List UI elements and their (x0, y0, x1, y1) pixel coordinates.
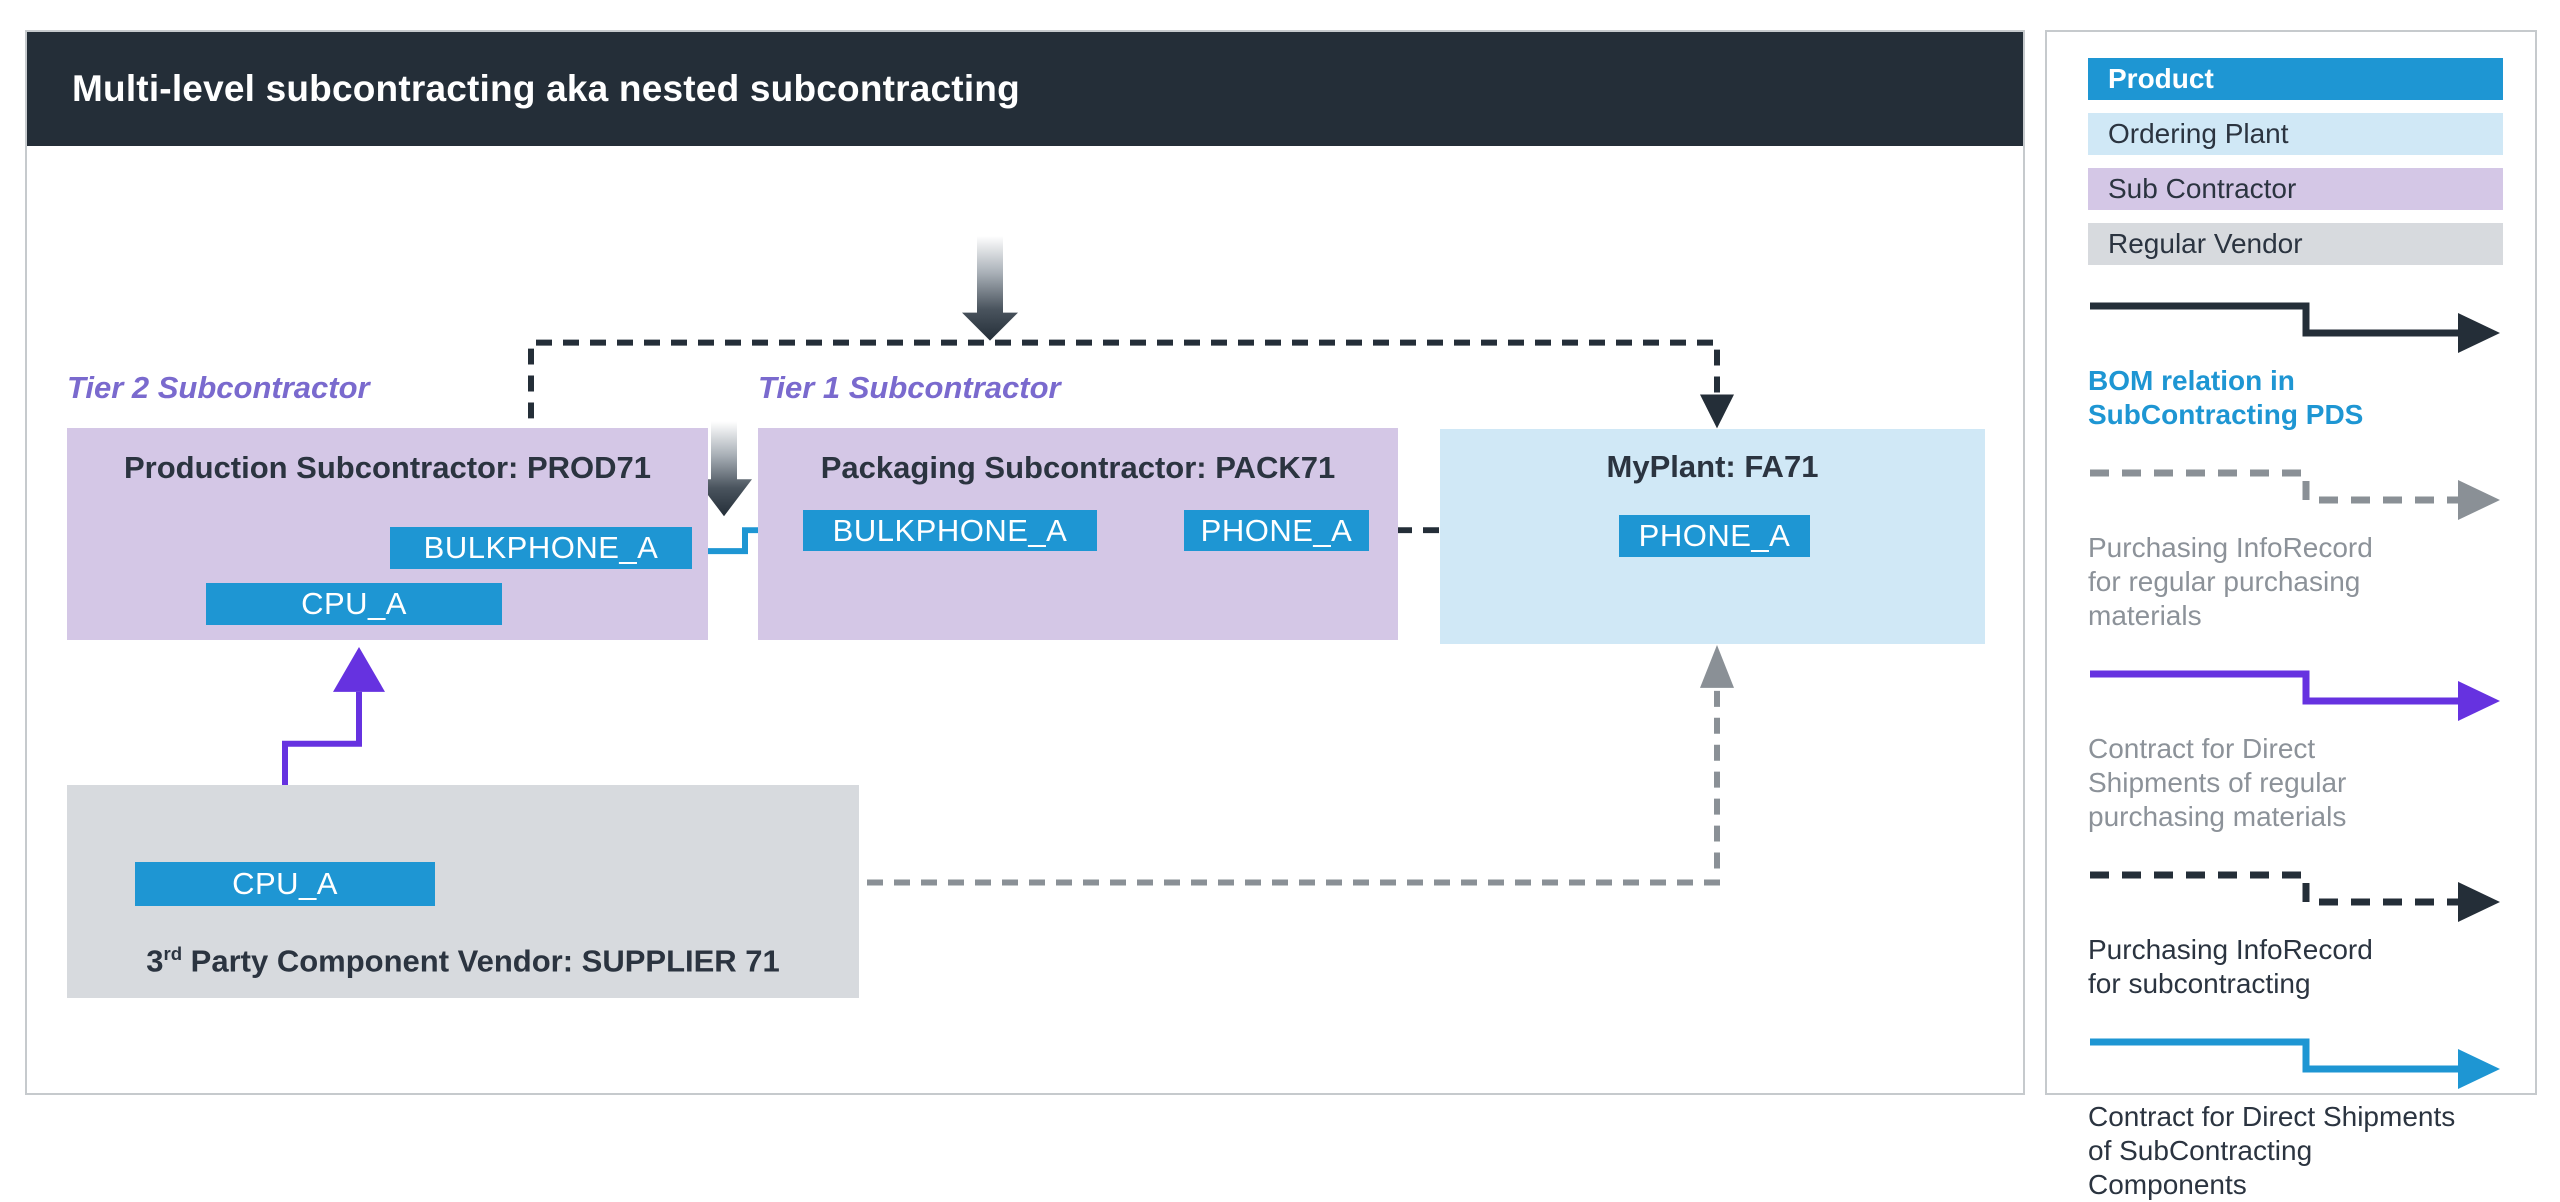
product-chip-bulkphone-prod: BULKPHONE_A (390, 527, 692, 569)
vendor-title-rest: Party Component Vendor: SUPPLIER 71 (182, 943, 780, 979)
legend-swatch-sub-contractor-label: Sub Contractor (2108, 173, 2297, 204)
flow-indicator-arrow-mid (696, 421, 752, 517)
packaging-subcontractor-title: Packaging Subcontractor: PACK71 (820, 450, 1336, 485)
legend-swatch-product-label: Product (2108, 63, 2214, 94)
legend-item-ir-regular-label: Purchasing InfoRecord for regular purcha… (2088, 532, 2373, 631)
product-chip-phone-pack: PHONE_A (1184, 510, 1369, 551)
legend-panel: Product Ordering Plant Sub Contractor Re… (2045, 30, 2537, 1200)
legend-item-contract-subcomponents: Contract for Direct Shipments of SubCont… (2088, 1030, 2502, 1202)
vendor-title-num: 3 (146, 943, 164, 979)
component-vendor-box: CPU_A 3rd Party Component Vendor: SUPPLI… (67, 785, 859, 998)
legend-item-ir-regular: Purchasing InfoRecord for regular purcha… (2088, 461, 2502, 633)
legend-item-contract-regular: Contract for Direct Shipments of regular… (2088, 662, 2502, 834)
legend-swatch-ordering-plant-label: Ordering Plant (2108, 118, 2289, 149)
legend-item-bom: BOM relation in SubContracting PDS (2088, 294, 2502, 432)
diagram-canvas: Tier 2 Subcontractor Tier 1 Subcontracto… (27, 146, 2023, 1093)
myplant-box: MyPlant: FA71 PHONE_A (1440, 429, 1985, 644)
component-vendor-title: 3rd Party Component Vendor: SUPPLIER 71 (67, 943, 859, 979)
bom-arrow-sample (2090, 302, 2500, 353)
legend-swatch-sub-contractor: Sub Contractor (2088, 168, 2503, 210)
production-subcontractor-title: Production Subcontractor: PROD71 (123, 450, 652, 485)
product-chip-phone-plant: PHONE_A (1619, 515, 1810, 557)
legend-item-contract-regular-label: Contract for Direct Shipments of regular… (2088, 733, 2347, 832)
regular-contract-arrow-sample (2090, 670, 2500, 721)
product-chip-cpu-prod: CPU_A (206, 583, 502, 625)
regular-ir-arrow-vendor-to-plant (435, 644, 1734, 886)
diagram-panel: Multi-level subcontracting aka nested su… (25, 30, 2025, 1095)
subcontracting-ir-arrow-sample (2090, 871, 2500, 922)
myplant-title: MyPlant: FA71 (1606, 449, 1819, 484)
title-bar: Multi-level subcontracting aka nested su… (27, 32, 2023, 146)
production-subcontractor-box: Production Subcontractor: PROD71 BULKPHO… (67, 428, 708, 640)
tier2-label: Tier 2 Subcontractor (67, 370, 370, 405)
legend-swatch-regular-vendor: Regular Vendor (2088, 223, 2503, 265)
vendor-title-sup: rd (163, 943, 183, 964)
legend-item-ir-subcontracting-label: Purchasing InfoRecord for subcontracting (2088, 934, 2373, 999)
flow-indicator-arrow-top (962, 235, 1018, 341)
page-title: Multi-level subcontracting aka nested su… (72, 68, 1020, 109)
tier1-label: Tier 1 Subcontractor (758, 370, 1061, 405)
legend-item-contract-subcomponents-label: Contract for Direct Shipments of SubCont… (2088, 1101, 2456, 1200)
product-chip-bulkphone-pack: BULKPHONE_A (803, 510, 1097, 551)
subcomponent-contract-arrow-sample (2090, 1038, 2500, 1089)
product-chip-cpu-vendor: CPU_A (135, 862, 435, 906)
legend-item-bom-label: BOM relation in SubContracting PDS (2088, 365, 2364, 430)
packaging-subcontractor-box: Packaging Subcontractor: PACK71 BULKPHON… (758, 428, 1398, 640)
legend-swatch-regular-vendor-label: Regular Vendor (2108, 228, 2303, 259)
regular-ir-arrow-sample (2090, 469, 2500, 520)
legend-swatch-product: Product (2088, 58, 2503, 100)
legend-swatch-ordering-plant: Ordering Plant (2088, 113, 2503, 155)
legend-item-ir-subcontracting: Purchasing InfoRecord for subcontracting (2088, 863, 2502, 1001)
